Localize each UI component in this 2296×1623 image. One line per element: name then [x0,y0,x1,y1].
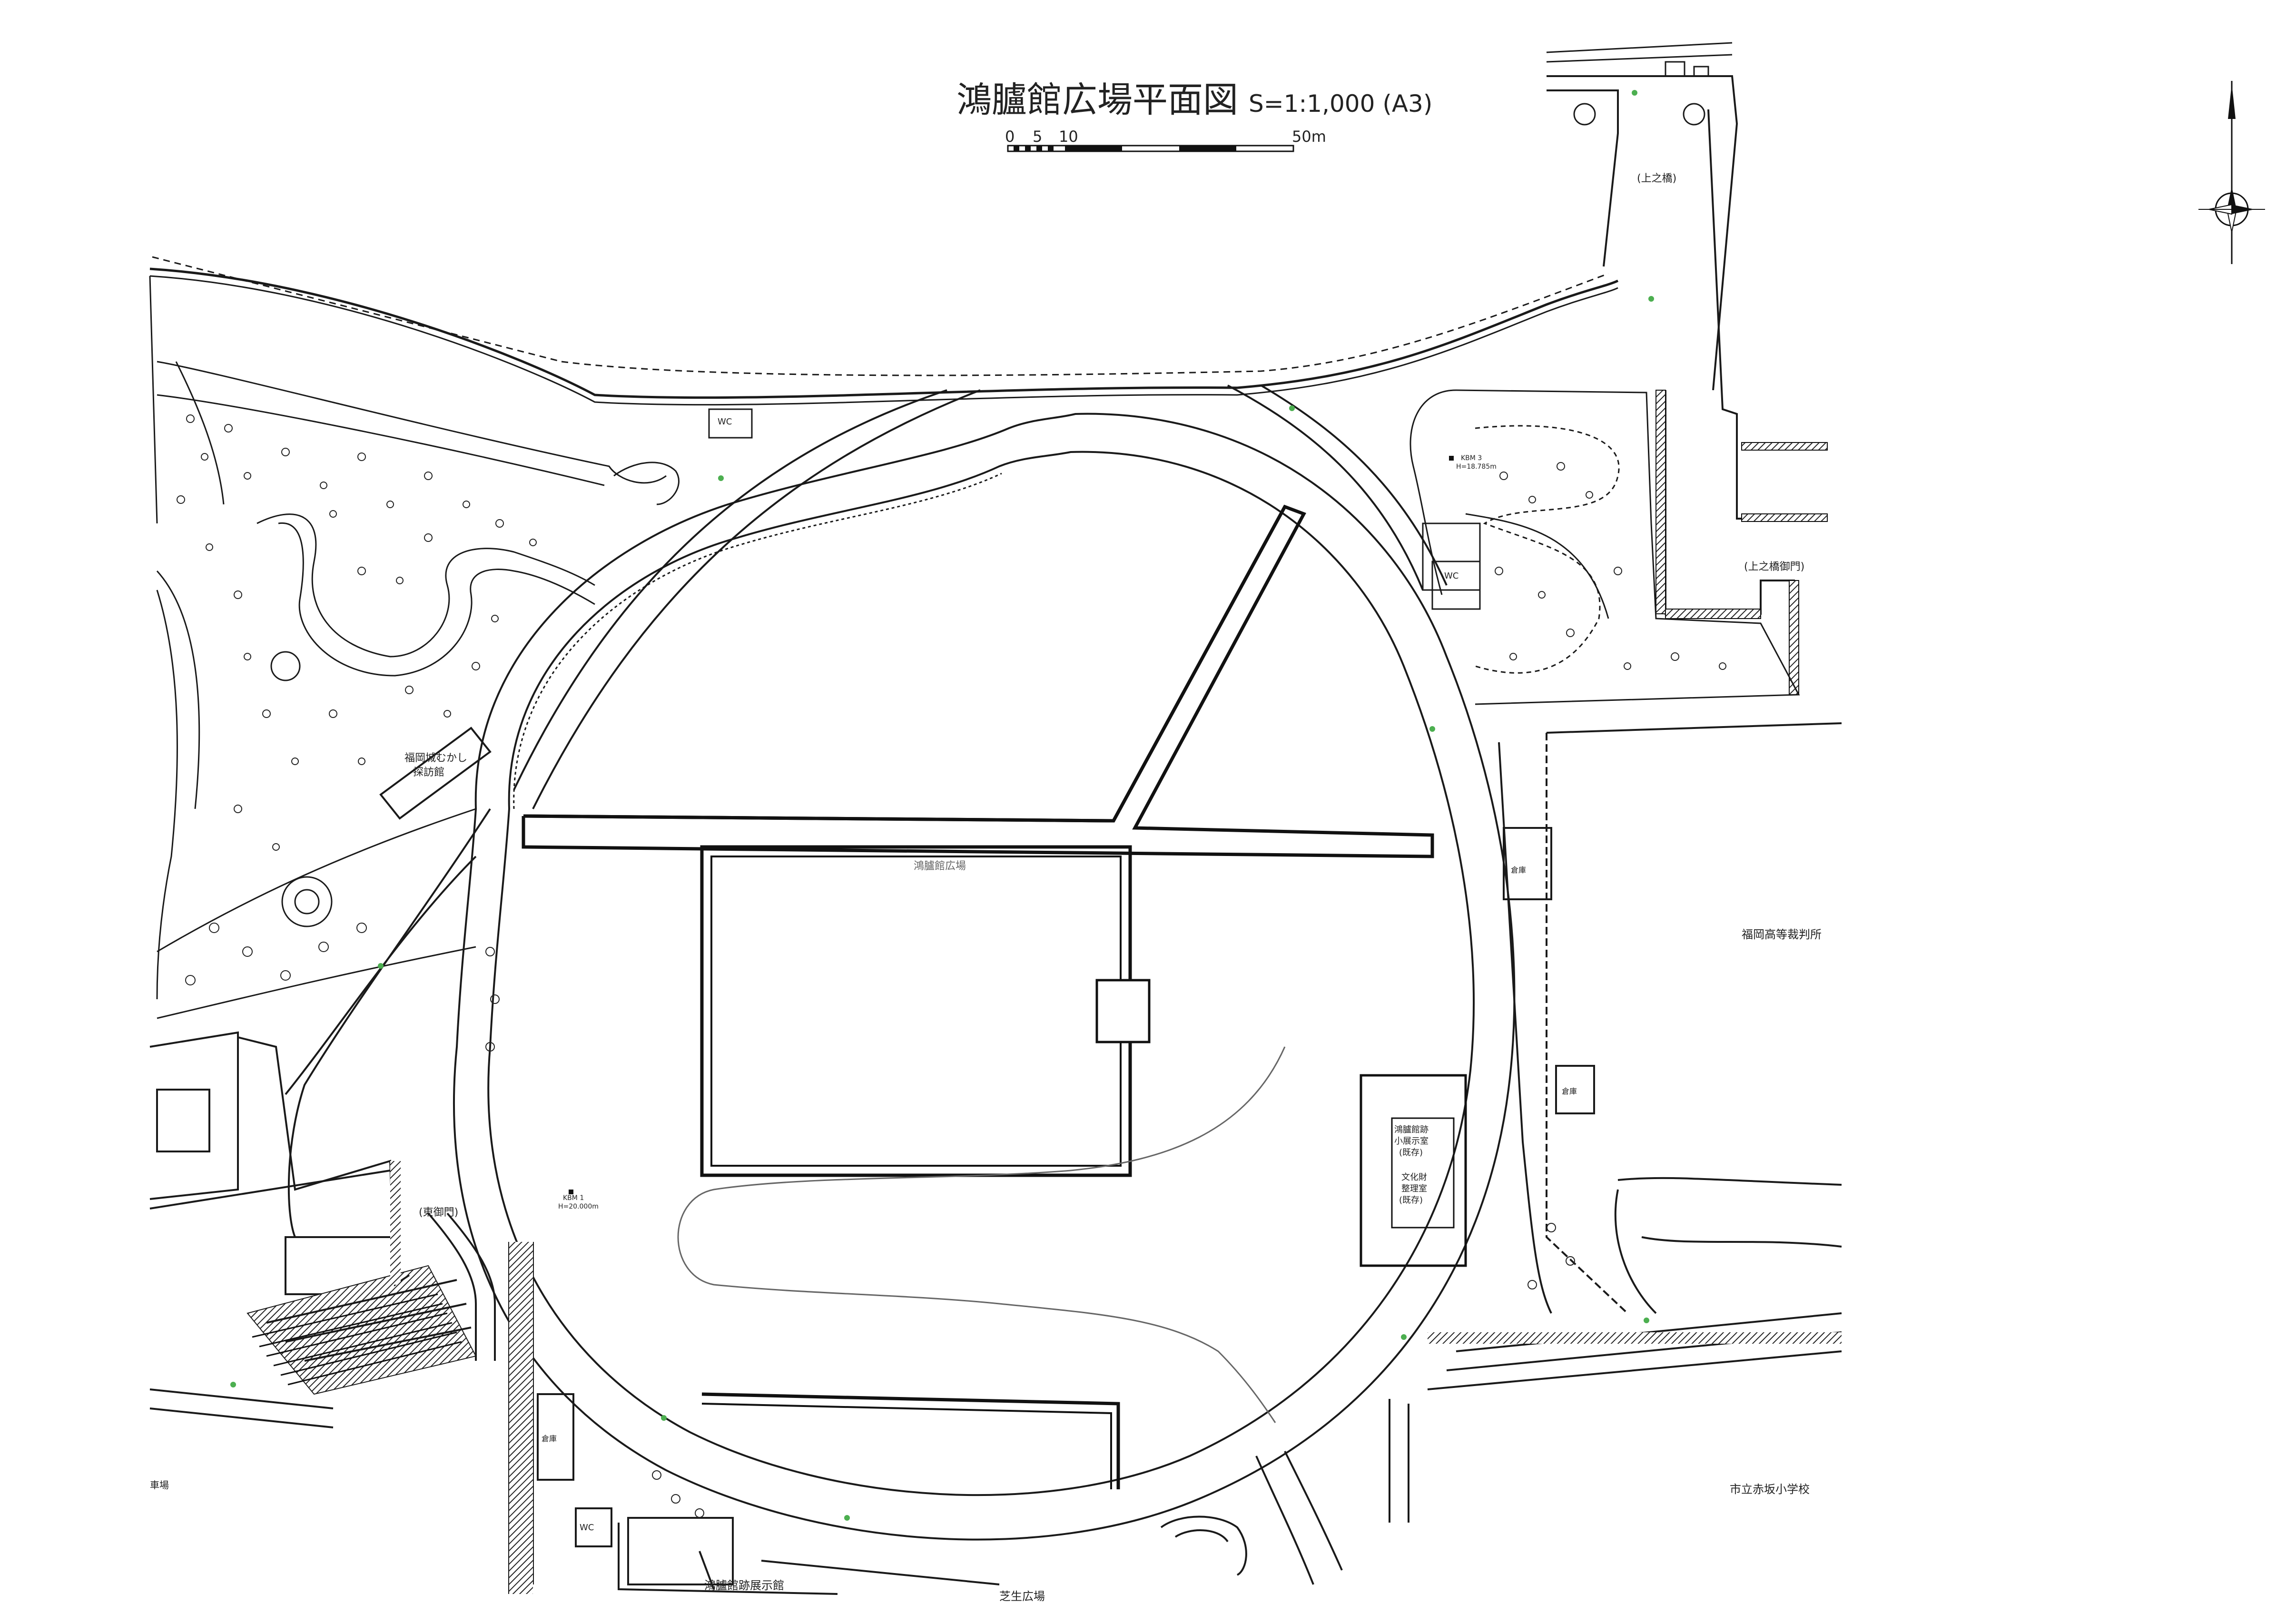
museum-label-line1: 福岡城むかし [404,752,468,764]
museum-label-line2: 探訪館 [413,767,445,778]
scale-tick-50m: 50m [1292,128,1326,146]
kbm-markers [569,456,1454,1194]
high-court-label: 福岡高等裁判所 [1742,928,1822,941]
lawn-outline [677,1046,1286,1423]
parking-partial-label: 車場 [150,1479,169,1491]
east-gate-label: (東御門) [419,1207,459,1219]
east-boundary [1389,722,1842,1523]
exhibition-hall-label: 鴻臚館跡展示館 [704,1579,784,1592]
scale-tick-10: 10 [1059,128,1078,146]
map-title: 鴻臚館広場平面図 S=1:1,000 (A3) [956,71,1432,122]
trees [177,414,1726,1518]
scale-tick-0: 0 [1005,128,1015,146]
kbm1-height-label: H=20.000m [558,1203,599,1210]
northern-boundary [149,256,1619,406]
small-exhibition-building [1360,1074,1467,1267]
green-tree-markers [230,90,1654,1521]
kbm1-label: KBM 1 [563,1194,584,1202]
kbm3-height-label: H=18.785m [1456,463,1497,471]
north-arrow-icon [2198,81,2265,264]
storage-label-east: 倉庫 [1511,866,1527,875]
diagonal-paths [285,384,1448,1238]
east-gate-steps [252,1293,462,1386]
scale-tick-5: 5 [1033,128,1043,146]
scale-bar [1007,145,1294,152]
kbm3-label: KBM 3 [1461,454,1482,462]
wc-label-northeast: WC [1444,571,1459,581]
northeast-corner-details [1546,42,1733,126]
mukashi-museum-building [379,727,492,820]
cultural-room-label-2: 整理室 [1401,1184,1427,1194]
small-hall-label-1: 鴻臚館跡 [1394,1125,1429,1135]
school-label: 市立赤坂小学校 [1730,1483,1810,1496]
ring-path [453,413,1516,1541]
wc-label-north: WC [718,417,732,427]
upper-bridge-label: (上之橋) [1637,173,1677,185]
scale-note: S=1:1,000 (A3) [1249,90,1433,118]
northwest-garden [149,275,753,1019]
upper-bridge-gate-label: (上之橋御門) [1744,561,1805,573]
lawn-plaza-label: 芝生広場 [999,1590,1045,1603]
south-buildings [508,1242,1343,1595]
plaza-paving [522,504,1434,1489]
title-text: 鴻臚館広場平面図 [956,79,1238,120]
wc-label-south: WC [580,1523,594,1533]
southwest-buildings [149,1031,496,1428]
upper-bridge-corridor [1547,75,1828,695]
storage-label-east-2: 倉庫 [1562,1087,1577,1096]
northeast-garden [1409,389,1800,705]
storage-label-south: 倉庫 [542,1434,557,1443]
small-hall-label-3: (既存) [1399,1148,1423,1158]
cultural-room-label-3: (既存) [1399,1195,1423,1205]
plaza-label: 鴻臚館広場 [914,860,966,872]
small-hall-label-2: 小展示室 [1394,1136,1429,1146]
cultural-room-label-1: 文化財 [1401,1172,1427,1182]
